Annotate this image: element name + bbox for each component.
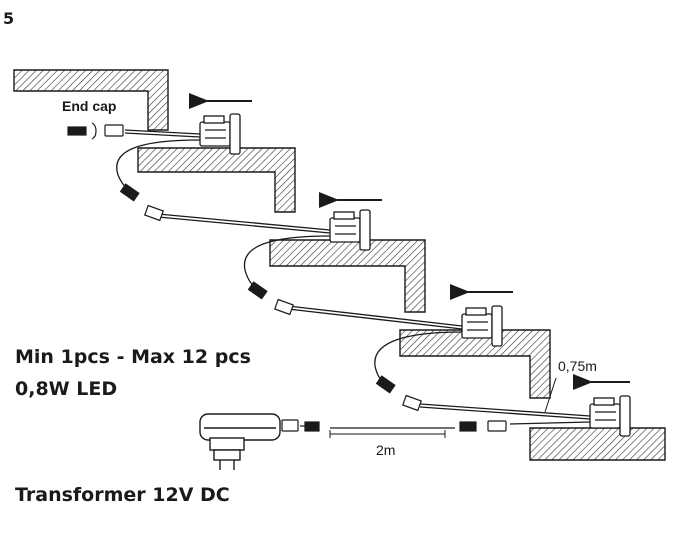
step-number: 5 [3,9,15,28]
cables [116,129,591,429]
connector-pair-2 [247,281,294,316]
staircase [13,69,666,461]
transformer-unit [199,413,281,470]
stair-wall-2 [269,239,426,313]
end-cap-connector [67,122,124,140]
stair-wall-1 [137,147,296,213]
led-unit-2 [329,209,371,251]
led-unit-3 [461,305,503,347]
stair-wall-floor [529,427,666,461]
led-units [199,113,631,437]
cable-length-label-075: 0,75m [558,358,597,374]
connector-pair-4 [459,420,507,432]
led-power-label: 0,8W LED [15,378,118,400]
connector-pair-1 [119,183,164,222]
led-unit-4 [589,395,631,437]
cable-length-label-2m: 2m [376,442,395,458]
led-unit-1 [199,113,241,155]
connectors [67,122,507,432]
dimension-075m [544,377,557,413]
dimension-2m [329,430,446,438]
connector-transformer [281,419,320,432]
transformer-label: Transformer 12V DC [15,484,230,506]
stair-wall-3 [399,329,551,399]
stair-wall-top [13,69,169,131]
quantity-label: Min 1pcs - Max 12 pcs [15,346,251,368]
connector-pair-3 [375,375,422,412]
end-cap-label: End cap [62,98,116,114]
direction-arrows [189,93,630,390]
